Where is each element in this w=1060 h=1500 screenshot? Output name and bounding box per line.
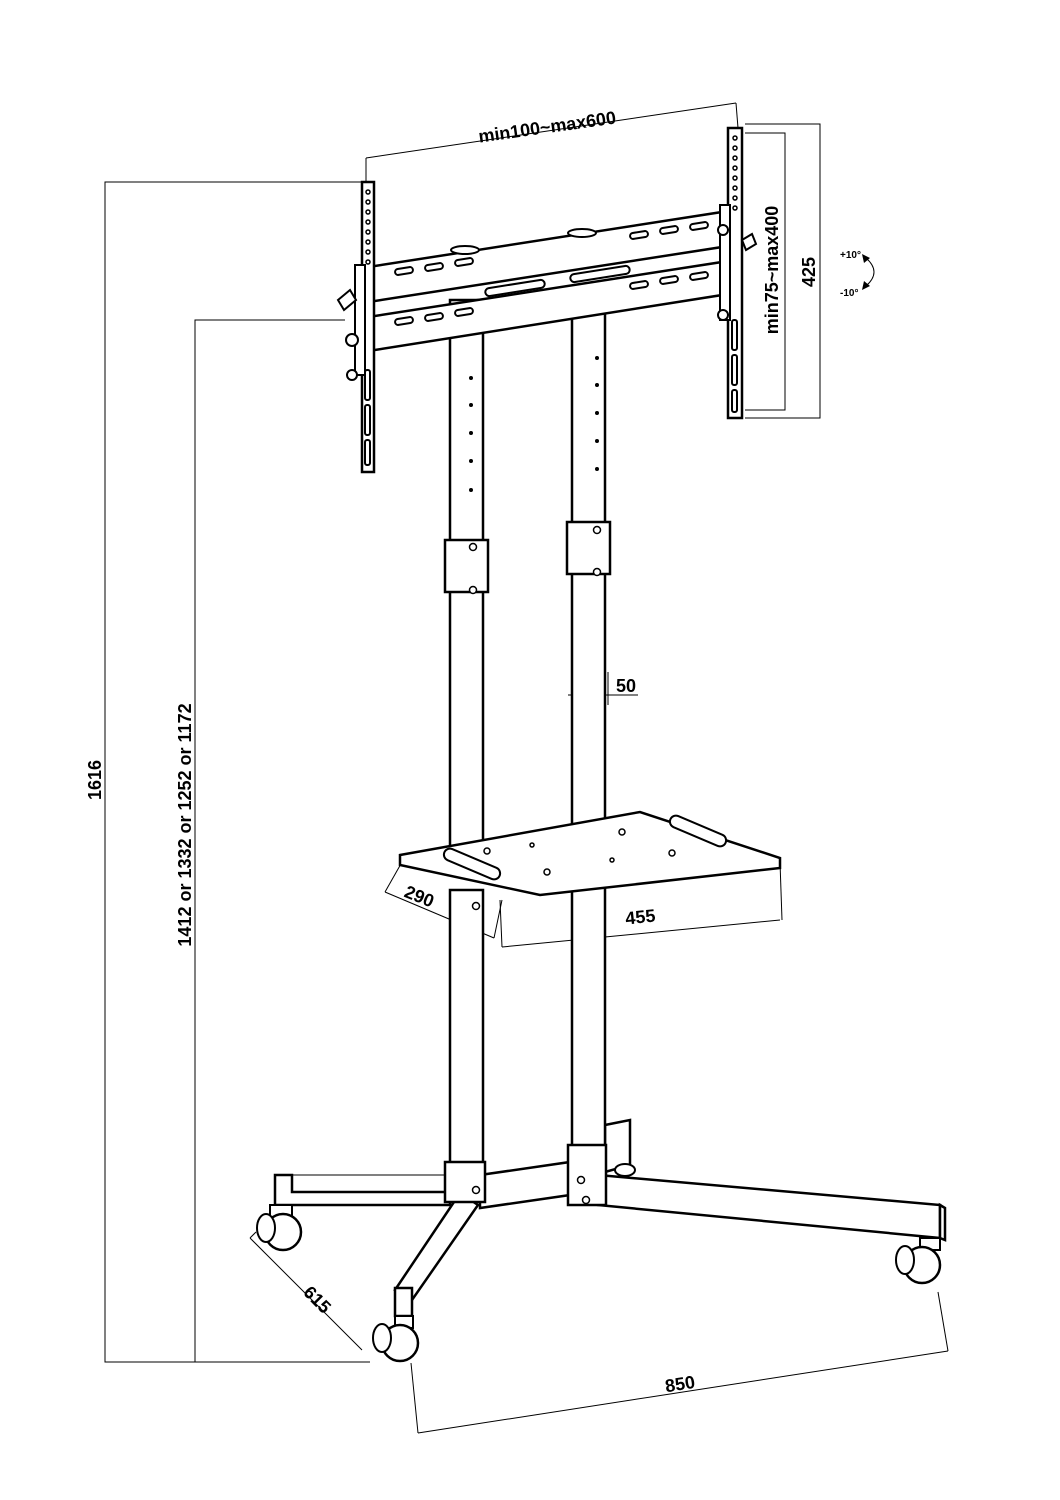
poles	[443, 298, 612, 1207]
wheel-right	[895, 1237, 942, 1285]
bracket-height-label: 425	[799, 257, 819, 287]
shelf-depth-label: 290	[402, 882, 437, 912]
tilt-down-label: -10°	[840, 288, 858, 299]
total-height-label: 1616	[85, 760, 105, 800]
pole-gap-label: 50	[616, 676, 636, 696]
shelf	[398, 810, 782, 897]
vesa-width-label: min100~max600	[477, 108, 617, 147]
caster-wheels	[256, 1163, 942, 1363]
leg-length-label: 615	[300, 1282, 335, 1317]
wheel-rear	[614, 1163, 636, 1177]
base-frame	[273, 1118, 947, 1318]
base-width-label: 850	[664, 1372, 697, 1396]
mount-heights-label: 1412 or 1332 or 1252 or 1172	[175, 703, 195, 946]
dimension-lines	[104, 102, 949, 1434]
shelf-width-label: 455	[624, 906, 656, 929]
wheel-left	[256, 1204, 303, 1252]
wheel-front	[372, 1315, 420, 1363]
tv-bracket	[336, 126, 758, 474]
tilt-up-label: +10°	[840, 250, 861, 261]
vesa-height-label: min75~max400	[762, 206, 782, 335]
